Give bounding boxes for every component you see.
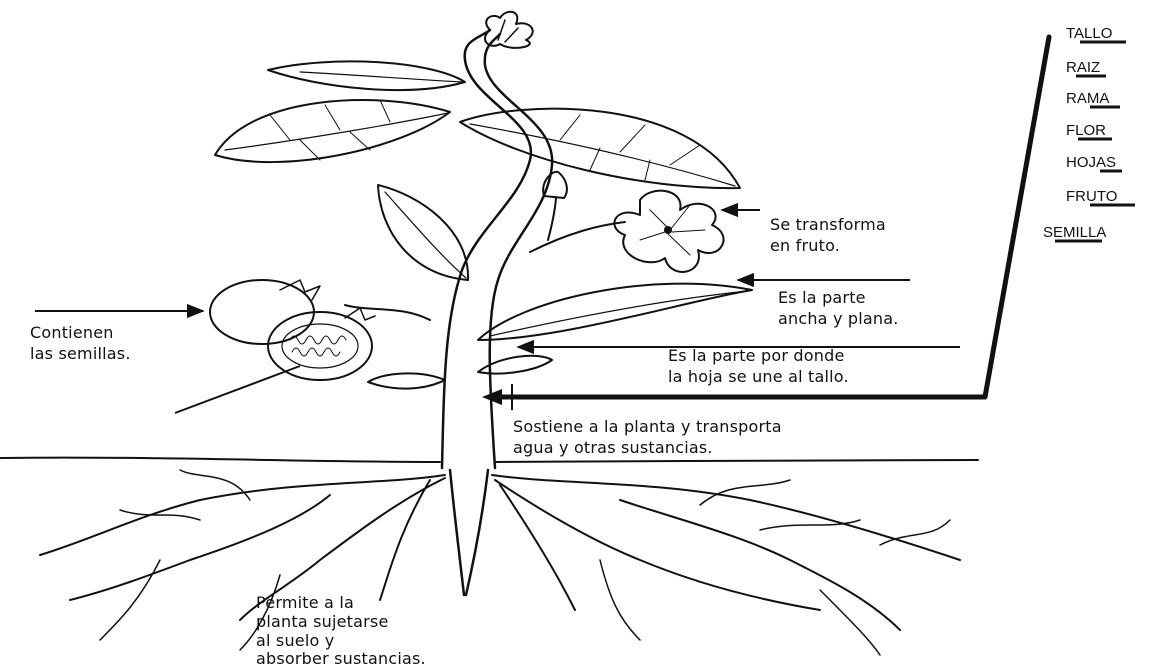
- desc-raiz-2: planta sujetarse: [256, 612, 389, 631]
- desc-flor-2: en fruto.: [770, 236, 840, 255]
- desc-tallo-1: Sostiene a la planta y transporta: [513, 417, 782, 436]
- desc-fruto-2: las semillas.: [30, 344, 131, 363]
- desc-raiz-3: al suelo y: [256, 631, 334, 650]
- desc-flor-1: Se transforma: [770, 215, 886, 234]
- word-tallo: TALLO: [1066, 25, 1112, 42]
- word-semilla: SEMILLA: [1043, 224, 1106, 241]
- lower-left-leaf: [378, 185, 468, 280]
- upper-left-leaf: [268, 61, 465, 90]
- roots: [40, 470, 960, 655]
- desc-raiz-4: absorber sustancias.: [256, 649, 426, 666]
- word-hojas: HOJAS: [1066, 154, 1116, 171]
- word-flor: FLOR: [1066, 122, 1106, 139]
- desc-rama-1: Es la parte por donde: [668, 346, 845, 365]
- desc-hoja-2: ancha y plana.: [778, 309, 899, 328]
- ground-line: [0, 458, 978, 462]
- broad-leaf: [478, 284, 752, 340]
- right-leaf: [460, 109, 740, 188]
- desc-raiz-1: Permite a la: [256, 593, 354, 612]
- small-leaf-left: [368, 373, 445, 388]
- desc-tallo-2: agua y otras sustancias.: [513, 438, 713, 457]
- word-fruto: FRUTO: [1066, 188, 1117, 205]
- fruit: [210, 280, 430, 380]
- mid-left-leaf: [215, 100, 450, 162]
- word-rama: RAMA: [1066, 90, 1109, 107]
- word-raiz: RAIZ: [1066, 59, 1100, 76]
- word-bank: TALLO RAIZ RAMA FLOR HOJAS FRUTO SEMILLA: [1043, 25, 1135, 241]
- desc-rama-2: la hoja se une al tallo.: [668, 367, 849, 386]
- seed-pointer: [175, 366, 300, 413]
- desc-fruto-1: Contienen: [30, 323, 114, 342]
- desc-hoja-1: Es la parte: [778, 288, 866, 307]
